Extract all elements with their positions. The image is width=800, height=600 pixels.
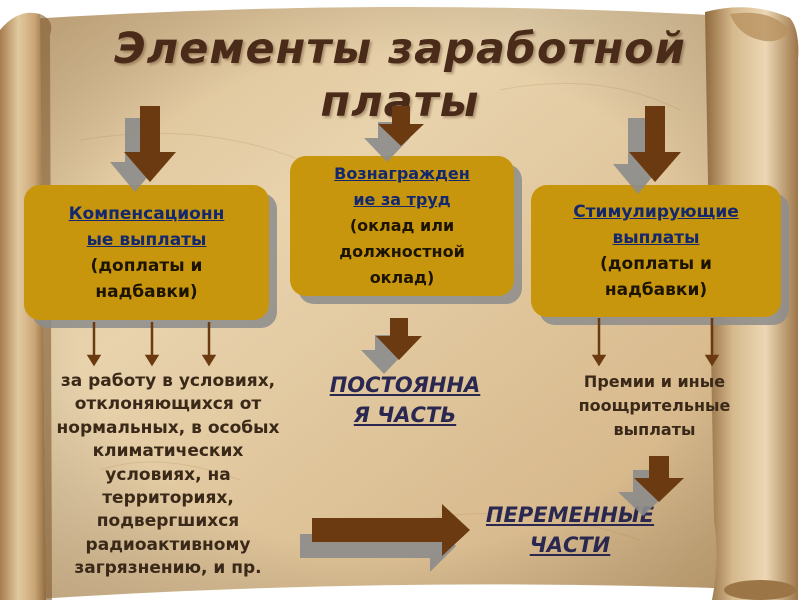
title-line-1: Элементы заработной [114, 24, 686, 74]
text-line: подвергшихся [96, 511, 240, 532]
box-detail-line: надбавки) [604, 280, 708, 300]
variable-part-line: ЧАСТИ [529, 533, 611, 557]
text-line: отклоняющихся от [74, 394, 262, 415]
box-detail-line: должностной [339, 242, 465, 261]
constant-part-label: ПОСТОЯННА Я ЧАСТЬ [305, 370, 505, 430]
box-heading-line: Вознагражден [334, 164, 470, 183]
box-heading-line: ые выплаты [86, 229, 207, 250]
box-detail-line: (оклад или [349, 216, 455, 235]
text-line: выплаты [613, 420, 696, 439]
text-line: поощрительные [578, 396, 731, 415]
text-line: нормальных, в особых [56, 417, 280, 438]
box-heading-line: ие за труд [353, 190, 451, 209]
text-line: радиоактивному [85, 534, 251, 555]
constant-part-line: Я ЧАСТЬ [353, 403, 457, 427]
box-detail-line: (доплаты и [90, 255, 203, 276]
box-detail-line: надбавки) [95, 281, 198, 302]
text-line: условиях, на [105, 464, 231, 485]
labor-remuneration-box: Вознагражден ие за труд (оклад или должн… [290, 156, 514, 296]
box-detail-line: (доплаты и [600, 254, 712, 274]
bonuses-text: Премии и иные поощрительные выплаты [532, 370, 777, 442]
box-heading-line: Стимулирующие [573, 202, 739, 222]
text-line: за работу в условиях, [60, 371, 276, 391]
constant-part-line: ПОСТОЯННА [329, 373, 481, 397]
compensation-payments-box: Компенсационн ые выплаты (доплаты и надб… [24, 185, 269, 320]
variable-parts-label: ПЕРЕМЕННЫЕ ЧАСТИ [450, 500, 690, 560]
text-line: территориях, [102, 488, 234, 509]
variable-part-line: ПЕРЕМЕННЫЕ [485, 503, 655, 527]
box-detail-line: оклад) [369, 268, 435, 287]
incentive-payments-box: Стимулирующие выплаты (доплаты и надбавк… [531, 185, 781, 317]
compensation-conditions-text: за работу в условиях, отклоняющихся от н… [18, 370, 318, 581]
box-heading-line: выплаты [612, 228, 700, 248]
title-line-2: платы [320, 77, 480, 127]
text-line: загрязнению, и пр. [74, 558, 262, 579]
box-heading-line: Компенсационн [68, 203, 225, 224]
text-line: Премии и иные [583, 372, 726, 391]
text-line: климатических [92, 441, 244, 462]
